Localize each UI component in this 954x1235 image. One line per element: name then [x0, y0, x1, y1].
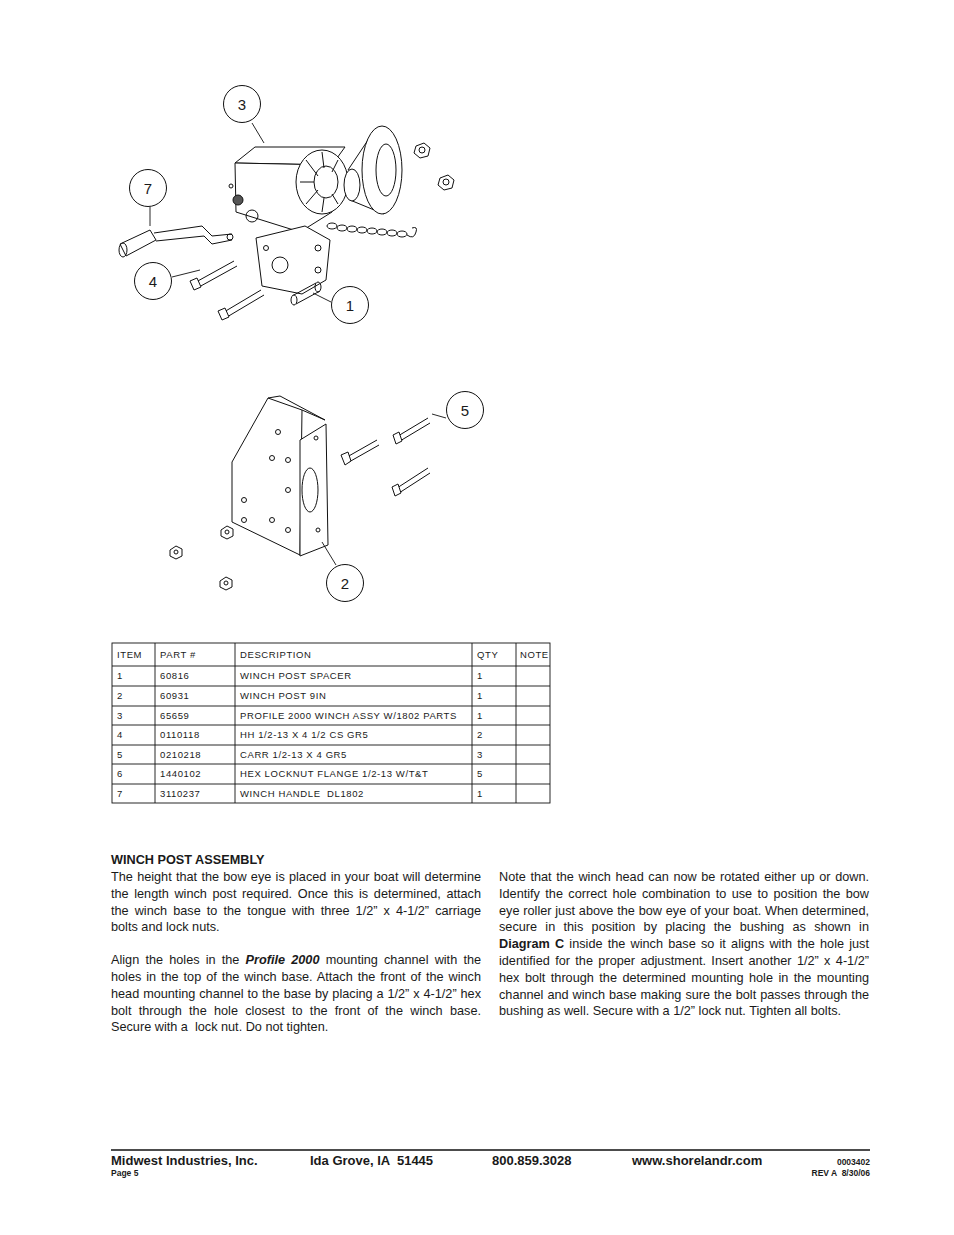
table-cell: 65659: [160, 710, 189, 722]
table-cell: HH 1/2-13 X 4 1/2 CS GR5: [240, 729, 368, 741]
callout-circle: 2: [326, 564, 364, 602]
table-cell: HEX LOCKNUT FLANGE 1/2-13 W/T&T: [240, 768, 428, 780]
table-cell: 3110237: [160, 788, 200, 800]
winch-head-drawing: [229, 126, 454, 294]
section-title: WINCH POST ASSEMBLY: [111, 852, 481, 869]
paragraph-text: Align the holes in the: [111, 953, 239, 967]
carriage-bolts-drawing: [170, 418, 430, 590]
table-cell: WINCH POST 9IN: [240, 690, 326, 702]
callout-circle: 3: [223, 85, 261, 123]
table-cell: WINCH POST SPACER: [240, 670, 352, 682]
callout-number: 5: [461, 402, 469, 419]
table-cell: 6: [117, 768, 123, 780]
table-cell: CARR 1/2-13 X 4 GR5: [240, 749, 347, 761]
table-cell: PROFILE 2000 WINCH ASSY W/1802 PARTS: [240, 710, 457, 722]
footer-text: Midwest Industries, Inc.: [111, 1153, 258, 1168]
table-header: NOTE: [520, 649, 549, 661]
table-cell: 60816: [160, 670, 189, 682]
body-paragraph: Note that the winch head can now be rota…: [499, 869, 869, 1020]
bolts-drawing: [190, 261, 321, 320]
table-cell: 0210218: [160, 749, 201, 761]
paragraph-text: The height that the bow eye is placed in…: [111, 870, 485, 934]
footer-text: 0003402: [837, 1157, 870, 1167]
table-cell: 1: [477, 788, 483, 800]
table-cell: 0110118: [160, 729, 200, 741]
body-paragraph: Align the holes in the Profile 2000 moun…: [111, 952, 481, 1036]
table-cell: 5: [477, 768, 483, 780]
leader-lines: [150, 123, 446, 565]
table-cell: 1: [477, 710, 483, 722]
callout-circle: 5: [446, 391, 484, 429]
table-cell: 4: [117, 729, 123, 741]
callout-number: 3: [238, 96, 246, 113]
footer-text: REV A 8/30/06: [812, 1168, 870, 1178]
callout-number: 2: [341, 575, 349, 592]
callout-number: 7: [144, 180, 152, 197]
footer-rule: [111, 1149, 870, 1151]
callout-number: 4: [149, 273, 157, 290]
parts-table-grid: [112, 643, 550, 803]
table-cell: 3: [117, 710, 123, 722]
table-header: DESCRIPTION: [240, 649, 312, 661]
emphasis-text: Diagram C: [499, 937, 564, 951]
footer-text: 800.859.3028: [492, 1153, 572, 1168]
table-cell: 1440102: [160, 768, 201, 780]
footer-text: Ida Grove, IA 51445: [310, 1153, 433, 1168]
table-cell: 1: [477, 690, 483, 702]
table-header: PART #: [160, 649, 196, 661]
callout-circle: 1: [331, 286, 369, 324]
table-header: QTY: [477, 649, 498, 661]
table-cell: 5: [117, 749, 123, 761]
callout-number: 1: [346, 297, 354, 314]
emphasis-text: Profile 2000: [246, 953, 320, 967]
body-paragraph: The height that the bow eye is placed in…: [111, 869, 481, 936]
table-cell: WINCH HANDLE DL1802: [240, 788, 364, 800]
footer-text: www.shorelandr.com: [632, 1153, 762, 1168]
table-cell: 60931: [160, 690, 189, 702]
table-header: ITEM: [117, 649, 142, 661]
winch-post-drawing: [232, 396, 328, 556]
table-cell: 3: [477, 749, 483, 761]
callout-circle: 4: [134, 262, 172, 300]
table-cell: 1: [117, 670, 123, 682]
table-cell: 1: [477, 670, 483, 682]
table-cell: 7: [117, 788, 123, 800]
paragraph-text: Note that the winch head can now be rota…: [499, 870, 873, 934]
winch-handle-drawing: [119, 226, 233, 257]
footer-text: Page 5: [111, 1168, 138, 1178]
chain: [327, 223, 417, 237]
table-cell: 2: [477, 729, 483, 741]
callout-circle: 7: [129, 169, 167, 207]
table-cell: 2: [117, 690, 123, 702]
